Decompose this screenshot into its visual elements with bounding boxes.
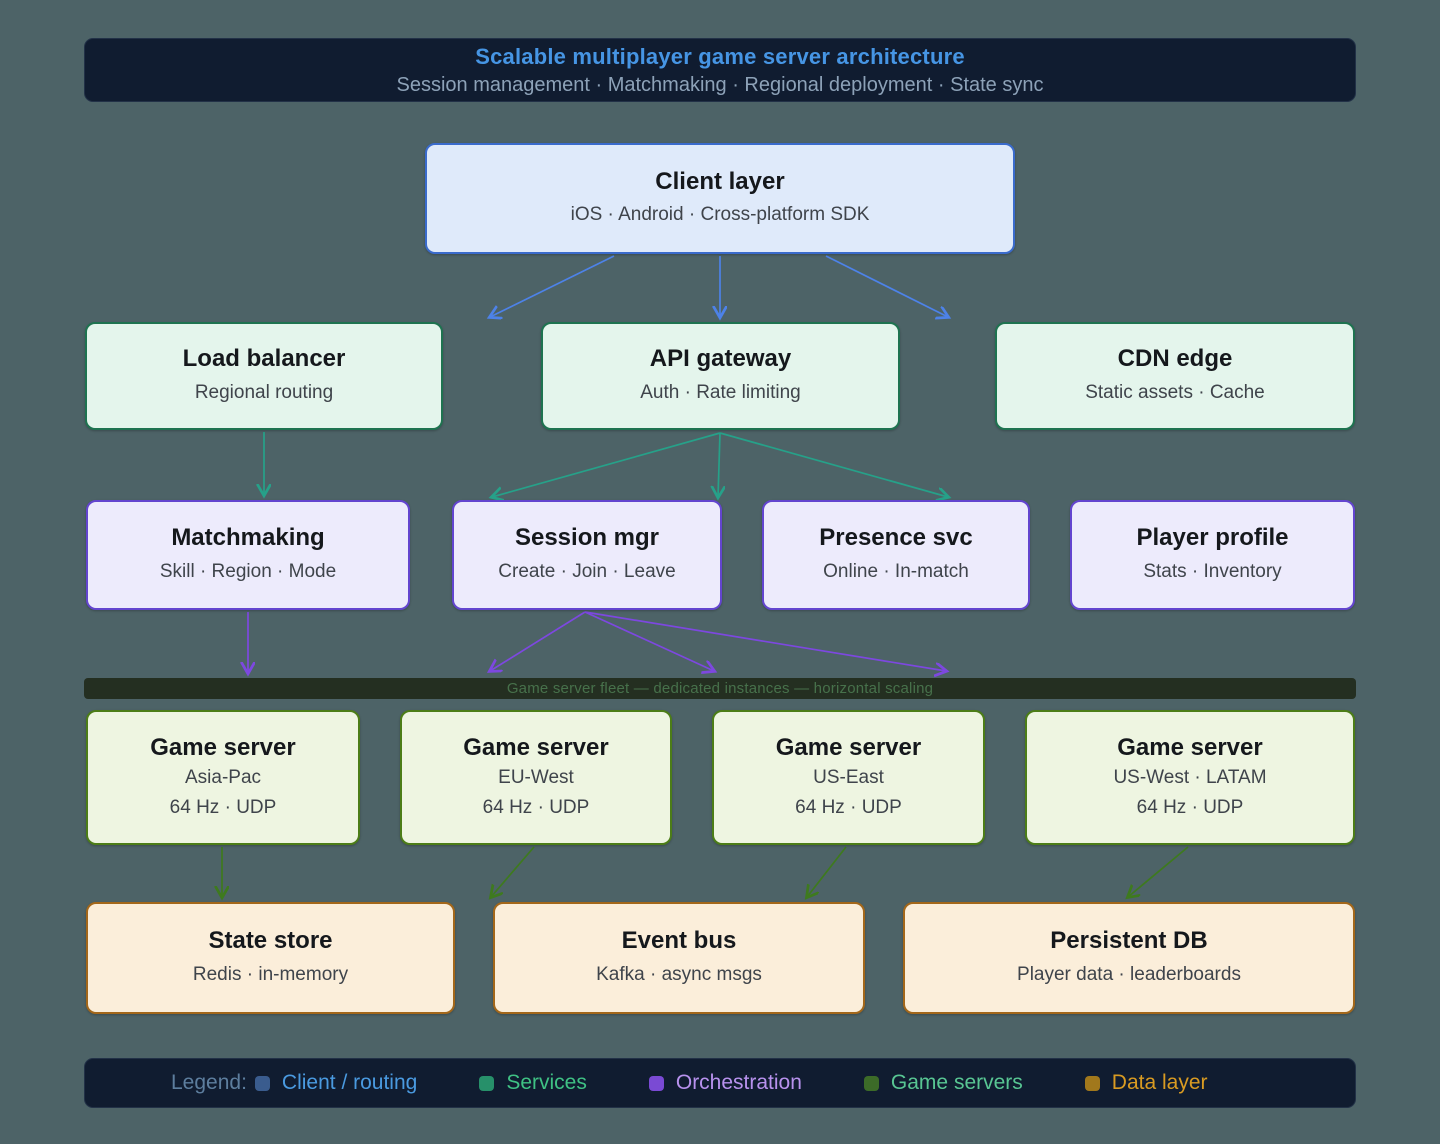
node-title: Event bus <box>621 927 737 955</box>
node-api-gateway: API gateway Auth · Rate limiting <box>541 322 900 430</box>
node-title: Game server <box>150 733 296 761</box>
legend-item-game-servers: Game servers <box>863 1071 1023 1095</box>
node-player-profile: Player profile Stats · Inventory <box>1070 500 1355 610</box>
node-spec: 64 Hz · UDP <box>482 796 590 818</box>
node-subtitle: Redis · in-memory <box>192 963 349 985</box>
node-game-server-asia-pac: Game server Asia-Pac 64 Hz · UDP <box>86 710 360 845</box>
node-spec: 64 Hz · UDP <box>795 796 902 818</box>
node-title: Persistent DB <box>1050 927 1208 955</box>
node-title: Game server <box>463 733 609 761</box>
legend-item-services: Services <box>479 1071 587 1095</box>
fleet-banner-label: Game server fleet — dedicated instances … <box>506 680 934 697</box>
node-subtitle: Create · Join · Leave <box>498 560 676 582</box>
gateway-to-services-arrows <box>264 432 948 497</box>
legend-item-label: Client / routing <box>281 1071 418 1094</box>
node-region: US-East <box>813 767 884 789</box>
node-title: Matchmaking <box>171 524 325 552</box>
node-cdn-edge: CDN edge Static assets · Cache <box>995 322 1355 430</box>
node-spec: 64 Hz · UDP <box>169 796 277 818</box>
legend-bar: Legend: Client / routing Services Orches… <box>84 1058 1356 1108</box>
legend-item-label: Data layer <box>1111 1071 1208 1094</box>
node-subtitle: Kafka · async msgs <box>596 963 762 985</box>
node-persistent-db: Persistent DB Player data · leaderboards <box>903 902 1355 1014</box>
page-subtitle: Session management · Matchmaking · Regio… <box>396 73 1044 96</box>
node-region: EU-West <box>498 767 574 789</box>
legend-item-data-layer: Data layer <box>1084 1071 1208 1095</box>
node-state-store: State store Redis · in-memory <box>86 902 455 1014</box>
node-region: Asia-Pac <box>184 767 262 789</box>
node-subtitle: Stats · Inventory <box>1143 560 1282 582</box>
node-title: Session mgr <box>514 524 660 552</box>
node-subtitle: Auth · Rate limiting <box>640 381 801 403</box>
node-session-mgr: Session mgr Create · Join · Leave <box>452 500 722 610</box>
orchestration-swatch <box>648 1075 664 1091</box>
node-game-server-eu-west: Game server EU-West 64 Hz · UDP <box>400 710 672 845</box>
node-subtitle: Static assets · Cache <box>1085 381 1265 403</box>
header-banner: Scalable multiplayer game server archite… <box>84 38 1356 102</box>
legend-item-label: Services <box>506 1071 587 1094</box>
node-client-layer: Client layer iOS · Android · Cross-platf… <box>425 143 1015 254</box>
legend-item-label: Orchestration <box>675 1071 802 1094</box>
legend-item-client-routing: Client / routing <box>254 1071 418 1095</box>
node-title: API gateway <box>649 345 792 373</box>
node-spec: 64 Hz · UDP <box>1136 796 1244 818</box>
game-servers-swatch <box>863 1075 879 1091</box>
services-swatch <box>479 1075 495 1091</box>
node-matchmaking: Matchmaking Skill · Region · Mode <box>86 500 410 610</box>
node-presence-svc: Presence svc Online · In-match <box>762 500 1030 610</box>
node-title: CDN edge <box>1117 345 1233 373</box>
fleet-banner: Game server fleet — dedicated instances … <box>84 678 1356 699</box>
node-title: Game server <box>775 733 922 761</box>
node-game-server-us-east: Game server US-East 64 Hz · UDP <box>712 710 985 845</box>
data-layer-swatch <box>1084 1075 1100 1091</box>
client-to-routing-arrows <box>490 255 948 317</box>
legend-item-label: Game servers <box>890 1071 1023 1094</box>
node-title: Presence svc <box>819 524 973 552</box>
orchestration-to-fleet-arrows <box>248 611 946 673</box>
page-title: Scalable multiplayer game server archite… <box>475 43 965 69</box>
node-title: Client layer <box>655 167 785 195</box>
node-title: Player profile <box>1136 524 1289 552</box>
node-load-balancer: Load balancer Regional routing <box>85 322 443 430</box>
node-event-bus: Event bus Kafka · async msgs <box>493 902 865 1014</box>
node-subtitle: Player data · leaderboards <box>1017 963 1241 985</box>
legend-item-orchestration: Orchestration <box>648 1071 802 1095</box>
node-subtitle: iOS · Android · Cross-platform SDK <box>570 204 870 226</box>
node-subtitle: Regional routing <box>194 381 334 403</box>
servers-to-data-arrows <box>222 846 1189 897</box>
node-subtitle: Skill · Region · Mode <box>159 560 337 582</box>
node-region: US-West · LATAM <box>1113 767 1267 789</box>
client-routing-swatch <box>254 1075 270 1091</box>
node-title: State store <box>208 927 333 955</box>
node-title: Game server <box>1117 733 1263 761</box>
legend-label: Legend: <box>171 1071 247 1094</box>
node-title: Load balancer <box>182 345 346 373</box>
node-subtitle: Online · In-match <box>823 560 969 582</box>
node-game-server-us-west: Game server US-West · LATAM 64 Hz · UDP <box>1025 710 1355 845</box>
